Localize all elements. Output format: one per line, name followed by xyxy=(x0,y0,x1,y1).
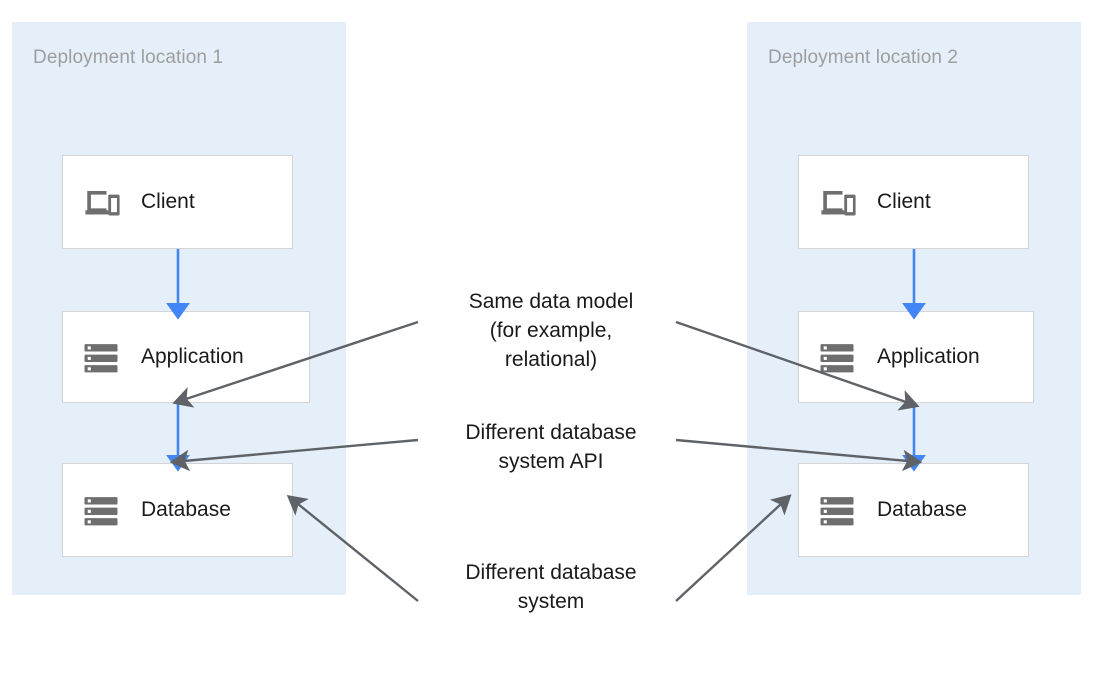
node-client-2[interactable]: Client xyxy=(798,155,1029,249)
devices-icon xyxy=(821,191,856,216)
node-client-1[interactable]: Client xyxy=(62,155,293,249)
server-icon xyxy=(820,344,854,373)
zone-title-deployment-location-2: Deployment location 2 xyxy=(768,47,959,68)
node-database-2[interactable]: Database xyxy=(798,463,1029,557)
node-label-client-1: Client xyxy=(141,190,195,213)
server-icon xyxy=(84,344,118,373)
node-database-1[interactable]: Database xyxy=(62,463,293,557)
annotation-different-database-system: Different database system xyxy=(465,561,637,613)
node-label-application-2: Application xyxy=(877,345,980,368)
annotation-same-data-model: Same data model (for example, relational… xyxy=(468,290,634,371)
node-label-client-2: Client xyxy=(877,190,931,213)
node-label-application-1: Application xyxy=(141,345,244,368)
node-application-1[interactable]: Application xyxy=(62,311,310,403)
node-application-2[interactable]: Application xyxy=(798,311,1034,403)
node-label-database-2: Database xyxy=(877,498,967,521)
server-icon xyxy=(820,497,854,526)
zone-title-deployment-location-1: Deployment location 1 xyxy=(33,47,224,68)
devices-icon xyxy=(85,191,120,216)
annotation-different-database-system-api: Different database system API xyxy=(465,421,637,473)
node-label-database-1: Database xyxy=(141,498,231,521)
server-icon xyxy=(84,497,118,526)
